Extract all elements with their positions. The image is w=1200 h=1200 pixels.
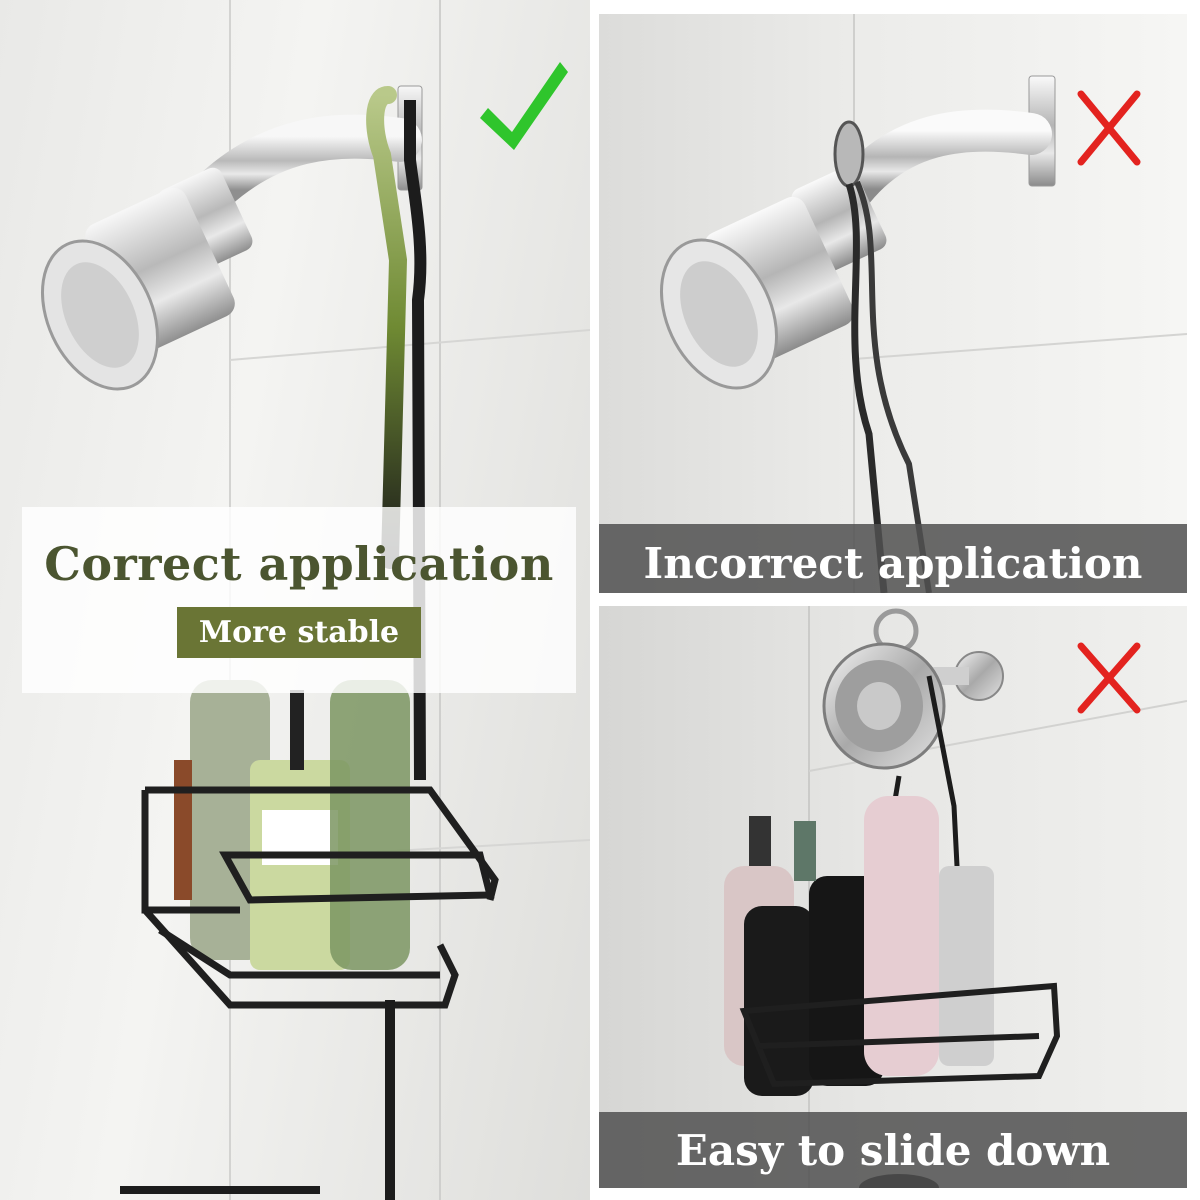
tile-seam <box>229 329 590 361</box>
incorrect-scene-illustration <box>659 14 1187 593</box>
hook-ring <box>833 120 865 188</box>
easy-to-slide-down-title: Easy to slide down <box>599 1112 1187 1188</box>
correct-application-panel: Correct application More stable <box>0 0 590 1200</box>
x-mark-icon <box>1077 642 1141 714</box>
hook-rod <box>854 180 932 593</box>
pump-cap <box>794 821 816 881</box>
correct-scene-illustration <box>40 0 590 1200</box>
lower-basket <box>142 907 459 1009</box>
caption-panel-correct: Correct application More stable <box>22 507 576 693</box>
incorrect-application-panel: Incorrect application <box>599 14 1187 593</box>
pump-cap <box>749 816 771 866</box>
pump-stem <box>290 690 304 770</box>
bottle <box>174 760 192 900</box>
checkmark-icon <box>480 62 568 150</box>
tile-seam <box>853 333 1187 360</box>
shower-head <box>659 166 887 390</box>
shower-head <box>40 167 253 391</box>
bottle <box>330 680 410 970</box>
shower-arm <box>833 109 1052 210</box>
hook-rod <box>845 182 888 593</box>
caddy-pole <box>404 100 427 781</box>
x-mark-icon <box>1077 90 1141 166</box>
slide-down-panel: Easy to slide down <box>599 606 1187 1188</box>
more-stable-badge: More stable <box>176 606 422 658</box>
incorrect-application-title: Incorrect application <box>599 524 1187 593</box>
shower-head <box>822 642 946 770</box>
bottle <box>744 906 814 1096</box>
slide-scene-illustration <box>724 606 1187 1188</box>
bottle <box>864 796 939 1076</box>
correct-application-title: Correct application <box>44 536 554 591</box>
hook-rod <box>366 86 408 569</box>
bottle <box>939 866 994 1066</box>
caddy-basket <box>739 982 1061 1088</box>
